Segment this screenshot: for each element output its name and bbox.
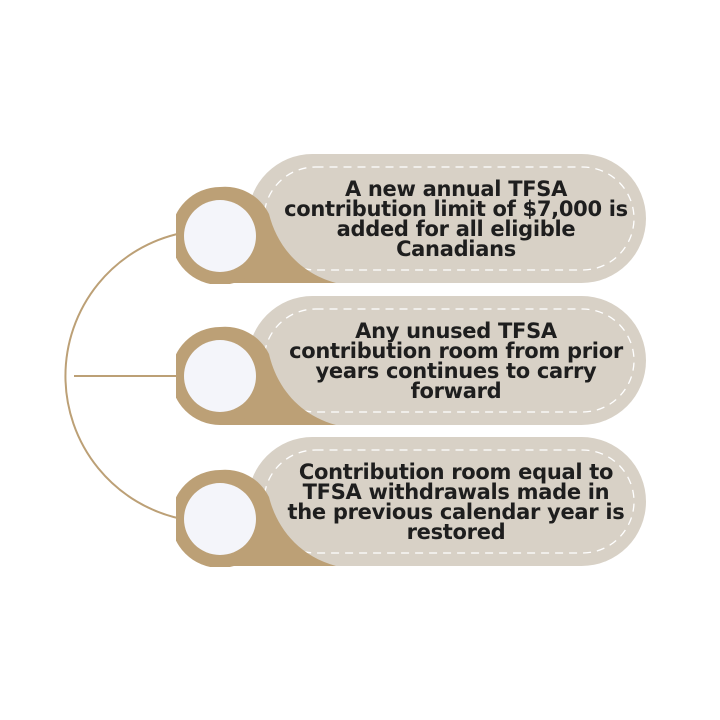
circle-icon [184,200,256,272]
info-card-1: A new annual TFSA contribution limit of … [176,154,648,284]
card-text: A new annual TFSA contribution limit of … [284,177,628,261]
circle-icon [184,483,256,555]
card-shape [176,154,646,284]
info-card-3: Contribution room equal to TFSA withdraw… [176,437,648,567]
info-card-2: Any unused TFSA contribution room from p… [176,296,648,426]
card-text: Any unused TFSA contribution room from p… [289,319,623,403]
circle-icon [184,340,256,412]
card-shape [176,437,646,567]
card-shape [176,296,646,425]
card-text: Contribution room equal to TFSA withdraw… [287,460,625,544]
